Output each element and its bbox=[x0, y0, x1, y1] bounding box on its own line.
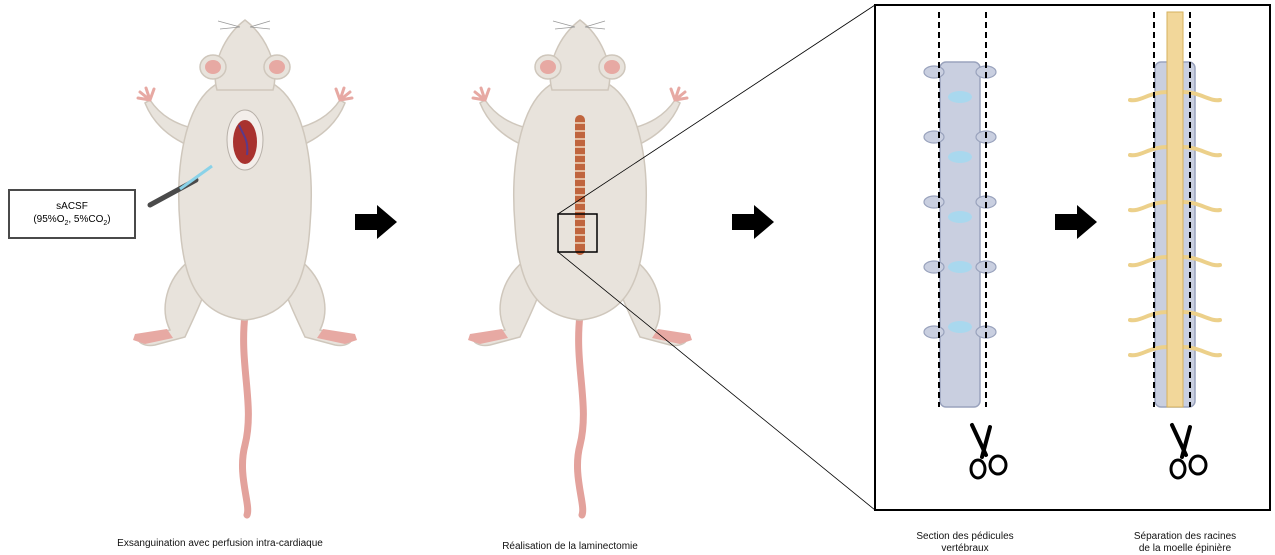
mouse-perfusion-illustration bbox=[133, 20, 357, 515]
heart-icon bbox=[233, 120, 257, 164]
perfusion-solution-label: sACSF (95%O2, 5%CO2) bbox=[8, 189, 136, 239]
caption-step-3: Section des pédicules vertébraux bbox=[880, 531, 1050, 555]
zoom-detail-box bbox=[875, 5, 1270, 510]
caption-step-2: Réalisation de la laminectomie bbox=[440, 541, 700, 553]
caption-step-3-line1: Section des pédicules bbox=[880, 531, 1050, 543]
arrow-right-icon bbox=[732, 205, 774, 239]
gas-mixture: (95%O2, 5%CO2) bbox=[10, 213, 134, 226]
arrow-right-icon bbox=[355, 205, 397, 239]
caption-step-3-line2: vertébraux bbox=[880, 543, 1050, 555]
caption-step-4: Séparation des racines de la moelle épin… bbox=[1100, 531, 1270, 555]
mouse-laminectomy-illustration bbox=[468, 20, 692, 515]
caption-step-1: Exsanguination avec perfusion intra-card… bbox=[60, 538, 380, 550]
caption-step-4-line2: de la moelle épinière bbox=[1100, 543, 1270, 555]
caption-step-4-line1: Séparation des racines bbox=[1100, 531, 1270, 543]
solution-name: sACSF bbox=[10, 200, 134, 213]
